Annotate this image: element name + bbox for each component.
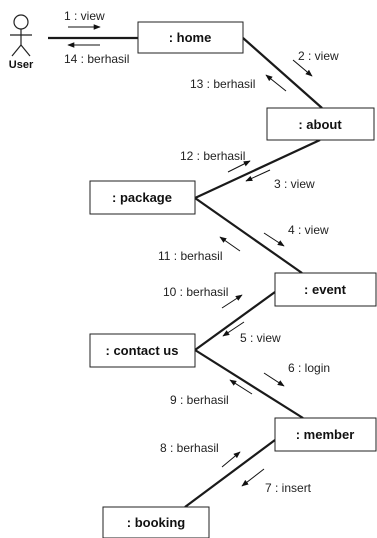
link-event-contact [194,291,276,351]
arrow-m6 [263,372,285,387]
link-contact-member [194,349,304,419]
message-arrows [67,24,313,487]
package-label: : package [112,190,172,205]
arrow-m9 [229,379,253,395]
msg-14-label: 14 : berhasil [64,52,129,66]
actor-leg-left [11,44,22,57]
member-box [274,417,377,452]
arrow-m4 [263,232,285,247]
about-box [266,107,375,141]
member-label: : member [296,427,355,442]
msg-12-label: 12 : berhasil [180,149,245,163]
msg-5-label: 5 : view [240,331,281,345]
object-home: : home [137,21,244,54]
msg-2-label: 2 : view [298,49,339,63]
msg-13-label: 13 : berhasil [190,77,255,91]
object-contact: : contact us [89,333,196,368]
contact-box [89,333,196,368]
actor-leg-right [20,44,31,57]
arrow-m10 [221,294,243,309]
event-label: : event [304,282,347,297]
arrow-m3 [245,169,271,182]
actor-user: User [9,14,34,71]
link-package-event [194,197,303,274]
object-package: : package [89,180,196,215]
link-member-booking [184,439,276,508]
msg-6-label: 6 : login [288,361,330,375]
arrow-m12 [227,160,251,173]
home-box [137,21,244,54]
object-about: : about [266,107,375,141]
object-event: : event [274,272,377,307]
arrow-m2 [292,59,313,77]
arrow-m7 [241,468,265,487]
booking-box [102,506,210,538]
message-labels: 1 : view 14 : berhasil 2 : view 13 : ber… [64,9,339,495]
msg-10-label: 10 : berhasil [163,285,228,299]
actor-label: User [9,59,34,71]
msg-3-label: 3 : view [274,177,315,191]
msg-11-label: 11 : berhasil [158,249,222,263]
arrow-m11 [219,236,241,252]
object-booking: : booking [102,506,210,538]
links [48,36,323,508]
object-member: : member [274,417,377,452]
msg-9-label: 9 : berhasil [170,393,229,407]
actor-head [13,14,29,30]
msg-4-label: 4 : view [288,223,329,237]
package-box [89,180,196,215]
link-home-about [242,37,323,109]
arrow-m8 [221,451,241,468]
about-label: : about [298,117,342,132]
arrow-m5 [222,321,245,337]
msg-1-label: 1 : view [64,9,105,23]
contact-label: : contact us [106,343,179,358]
link-about-package [194,139,321,199]
msg-7-label: 7 : insert [265,481,312,495]
booking-label: : booking [127,515,186,530]
arrow-m13 [265,74,287,92]
msg-8-label: 8 : berhasil [160,441,219,455]
event-box [274,272,377,307]
home-label: : home [169,30,212,45]
